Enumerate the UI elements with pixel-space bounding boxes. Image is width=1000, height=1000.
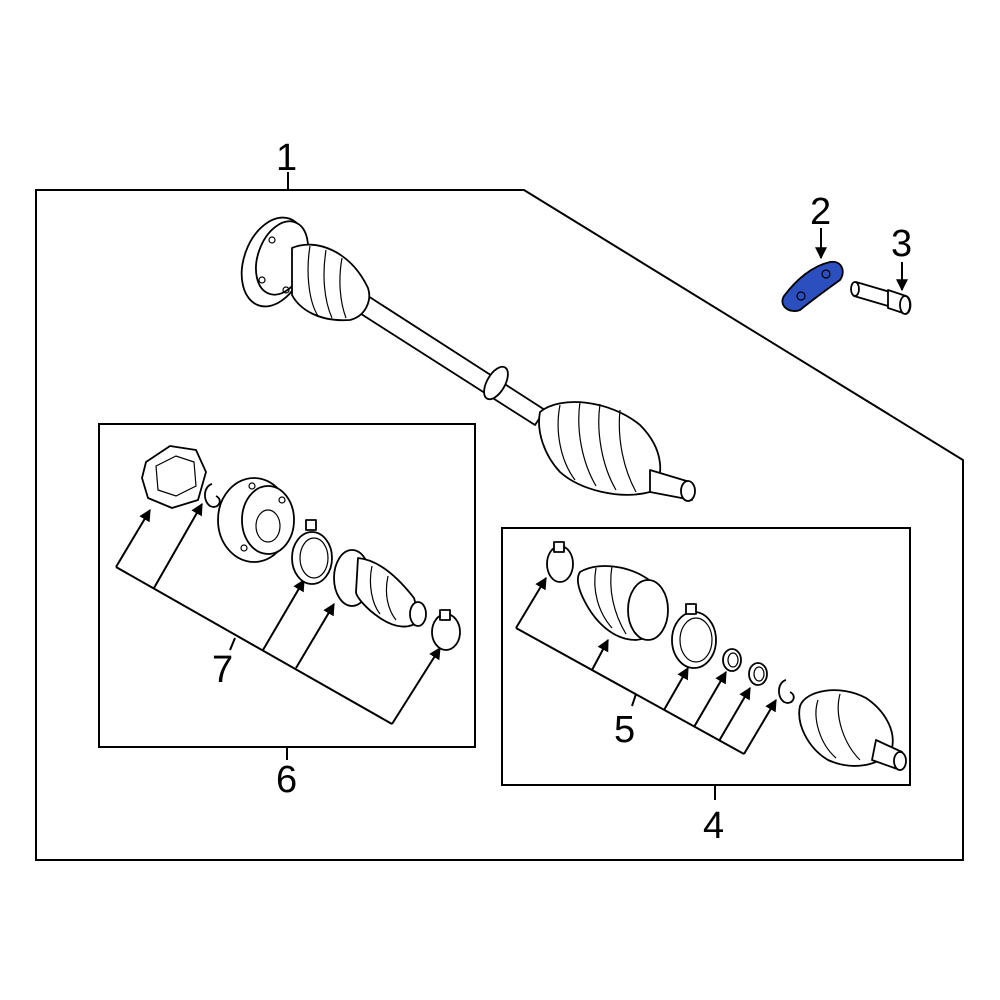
clamp-small-icon[interactable]	[546, 541, 574, 583]
snap-ring-icon[interactable]	[204, 483, 221, 508]
outer-boot-icon[interactable]	[577, 565, 669, 641]
outer-joint-kit-box	[501, 527, 911, 786]
callout-3[interactable]: 3	[891, 223, 912, 265]
cv-joint-outer-icon[interactable]	[798, 689, 907, 771]
bolt-icon[interactable]	[850, 281, 912, 315]
axle-shaft-assembly-icon[interactable]	[230, 209, 696, 502]
washer-icon[interactable]	[722, 648, 742, 672]
clamp-large-icon[interactable]	[671, 603, 717, 669]
bracket-plate-icon[interactable]	[781, 260, 844, 312]
callout-5[interactable]: 5	[614, 709, 635, 751]
callout-6[interactable]: 6	[276, 759, 297, 801]
callout-2[interactable]: 2	[810, 191, 831, 233]
clamp-icon[interactable]	[291, 519, 333, 585]
callout-1[interactable]: 1	[276, 137, 297, 179]
inner-joint-kit-box	[98, 423, 476, 748]
boot-clamp-small-icon[interactable]	[431, 609, 461, 651]
cv-joint-inner-icon[interactable]	[217, 477, 295, 563]
circlip-icon[interactable]	[778, 679, 795, 704]
callout-4[interactable]: 4	[703, 805, 724, 847]
assembly-frame	[35, 189, 964, 861]
callout-7[interactable]: 7	[212, 649, 233, 691]
spacer-ring-icon[interactable]	[748, 662, 768, 686]
inner-boot-icon[interactable]	[333, 549, 427, 628]
gasket-icon[interactable]	[141, 445, 207, 509]
